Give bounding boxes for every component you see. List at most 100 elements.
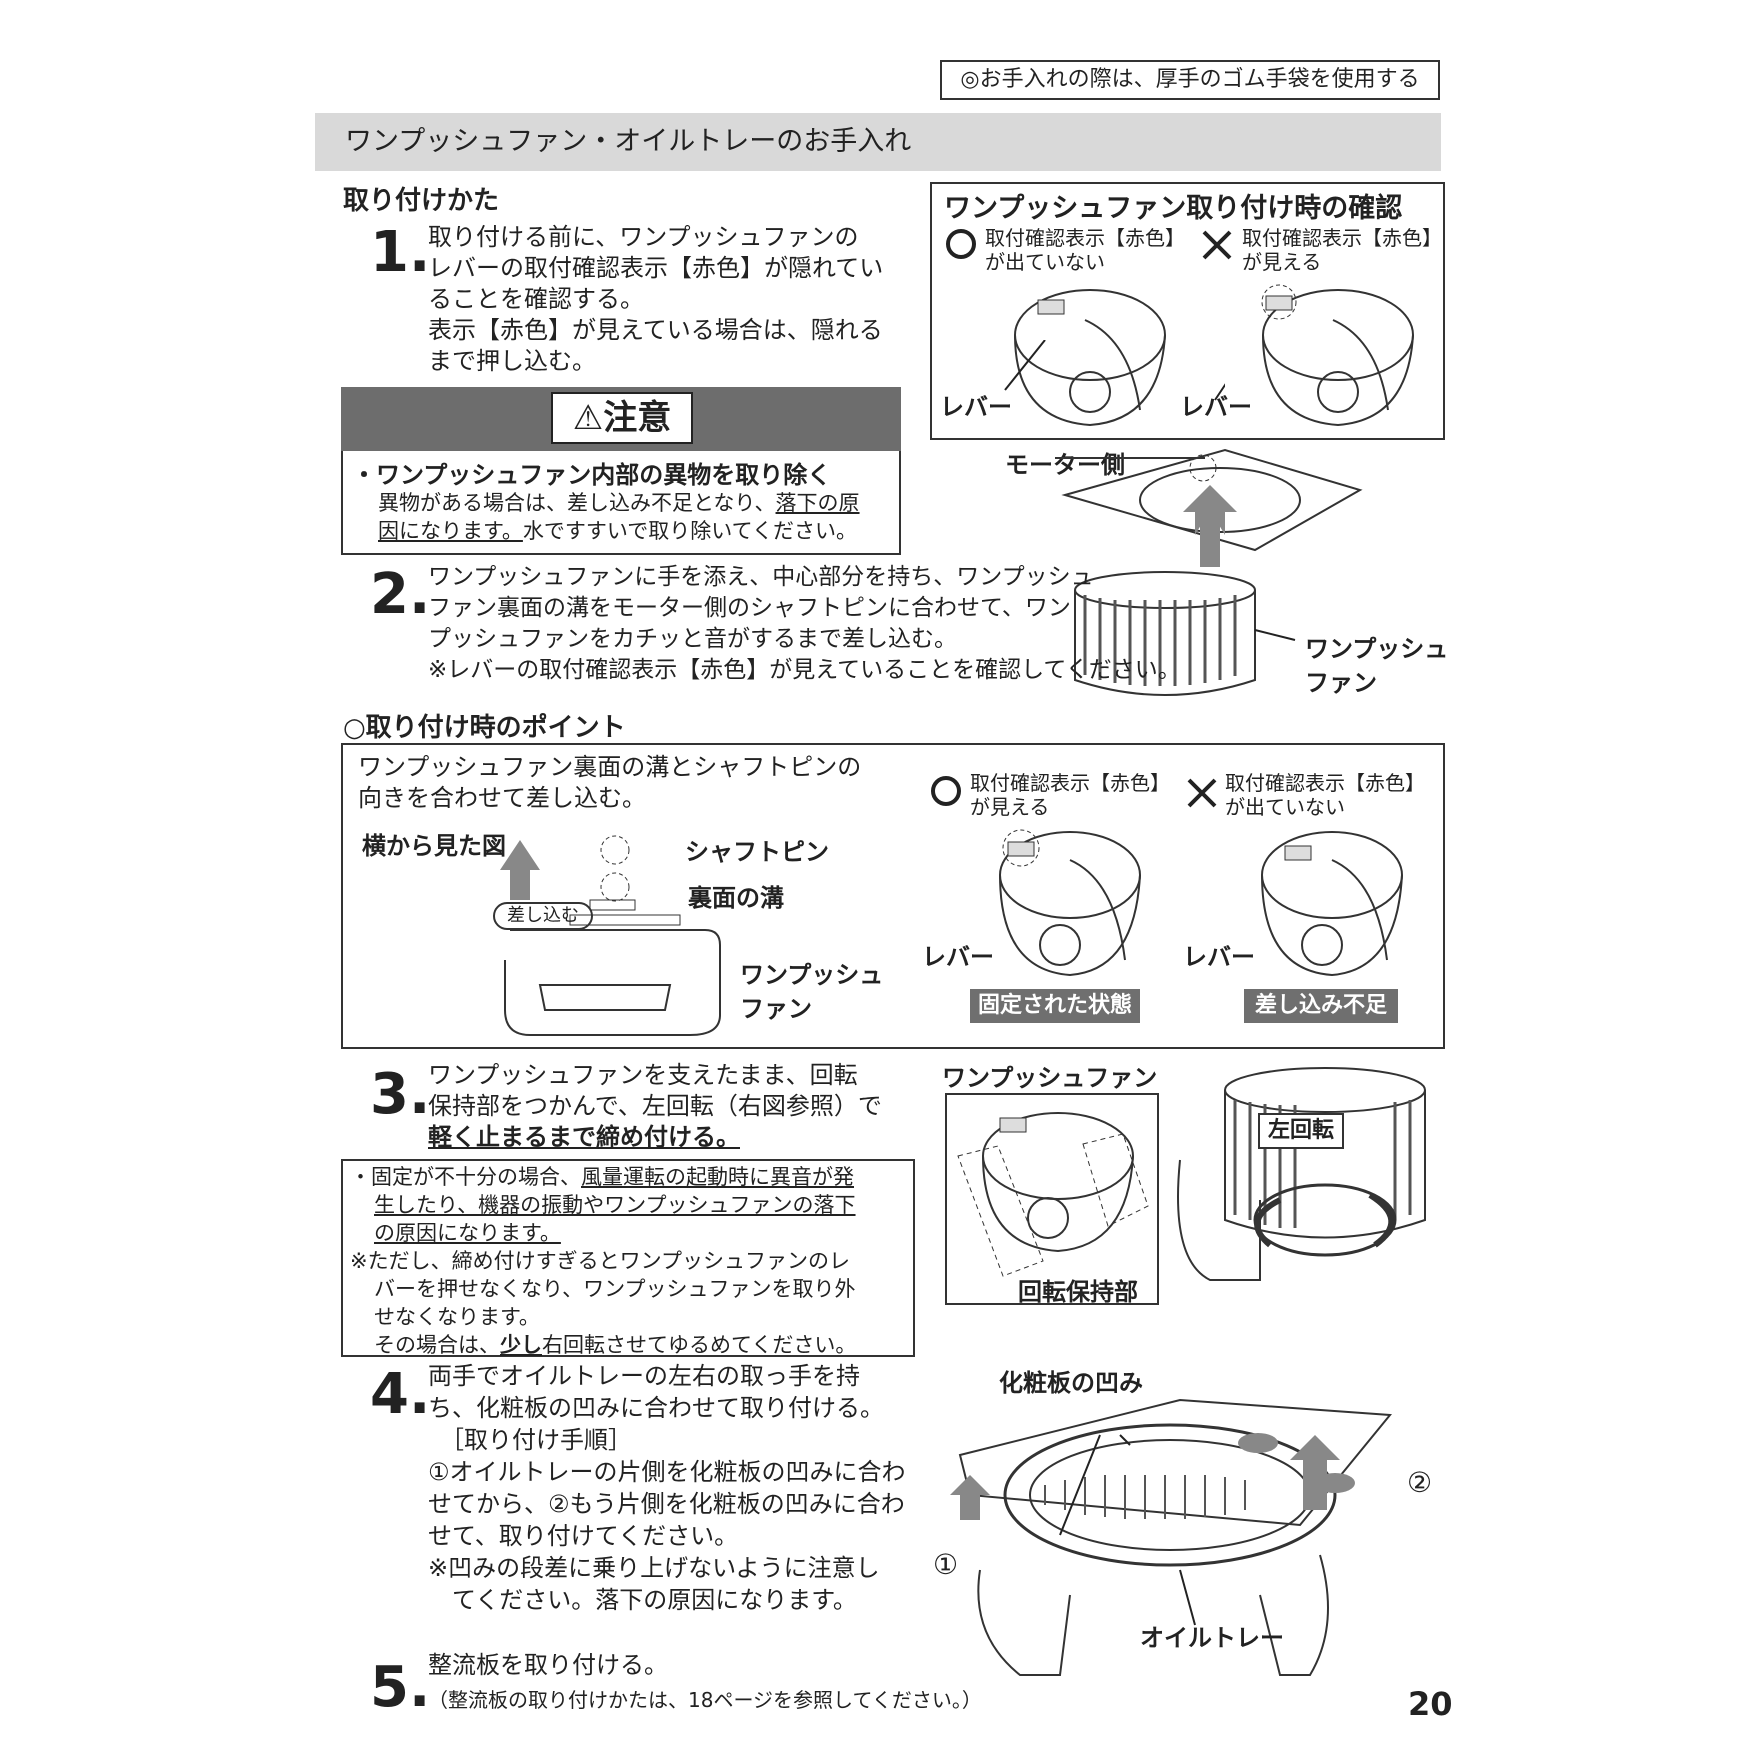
ok-circle-icon	[946, 229, 976, 259]
step5-number: 5.	[370, 1655, 431, 1720]
step3-number: 3.	[370, 1062, 431, 1127]
point-heading: ○取り付け時のポイント	[343, 713, 626, 743]
point-lever-label: レバー	[1183, 943, 1255, 971]
step4-number: 4.	[370, 1362, 431, 1427]
point-ok-line: が見える	[970, 795, 1050, 819]
step4-line: ［取り付け手順］	[440, 1426, 632, 1454]
recess-label: 化粧板の凹み	[999, 1369, 1143, 1397]
fan-ng-illustration	[1261, 284, 1414, 427]
step2-number: 2.	[370, 562, 431, 627]
point-ok-line: 取付確認表示【赤色】	[970, 771, 1170, 795]
step4-line: ※凹みの段差に乗り上げないように注意し	[428, 1554, 880, 1582]
insufficient-insert-tag: 差し込み不足	[1244, 989, 1398, 1023]
oil-tray-label: オイルトレー	[1140, 1624, 1284, 1652]
step3-note: ・固定が不十分の場合、風量運転の起動時に異音が発 生したり、機器の振動やワンプッ…	[350, 1163, 856, 1359]
caution-text: 水ですすいで取り除いてください。	[522, 519, 858, 543]
hold-part-illustration	[957, 1112, 1149, 1277]
oil-tray-illustration	[950, 1398, 1392, 1676]
left-turn-illustration	[1177, 1067, 1426, 1281]
fan-label-line: ファン	[1305, 669, 1377, 697]
note-text-underlined: の原因になります。	[374, 1221, 561, 1245]
step4-line: せてから、②もう片側を化粧板の凹みに合わ	[428, 1490, 905, 1518]
note-text-underlined: 生したり、機器の振動やワンプッシュファンの落下	[374, 1193, 856, 1217]
check-ok-line: 取付確認表示【赤色】	[985, 226, 1185, 250]
point-ng-text: 取付確認表示【赤色】が出ていない	[1225, 771, 1425, 819]
point-ng-illustration	[1261, 831, 1403, 977]
step1-line: 表示【赤色】が見えている場合は、隠れる	[428, 316, 883, 344]
point-ok-text: 取付確認表示【赤色】が見える	[970, 771, 1170, 819]
step4-line: ①オイルトレーの片側を化粧板の凹みに合わ	[428, 1458, 906, 1486]
note-text: せなくなります。	[374, 1305, 540, 1329]
step4-line: てください。落下の原因になります。	[452, 1586, 857, 1614]
point-intro-line: ワンプッシュファン裏面の溝とシャフトピンの	[358, 753, 862, 781]
ng-cross-icon	[1187, 778, 1217, 808]
check-lever-label: レバー	[940, 393, 1012, 421]
caution-label: ⚠注意	[551, 392, 693, 444]
side-view-illustration	[500, 835, 721, 1036]
step5-line1: 整流板を取り付ける。	[428, 1651, 668, 1679]
caution-item: ・ワンプッシュファン内部の異物を取り除く	[352, 461, 832, 489]
fixed-state-tag: 固定された状態	[970, 989, 1140, 1023]
fan-insert-illustration	[1055, 448, 1363, 696]
point-ng-line: が出ていない	[1225, 795, 1345, 819]
point-lever-label: レバー	[922, 943, 994, 971]
step2-line: ワンプッシュファンに手を添え、中心部分を持ち、ワンプッシュ	[428, 564, 1094, 590]
fan-top-label: ワンプッシュファン	[942, 1064, 1158, 1092]
lever-leader-lines	[1004, 340, 1225, 401]
step2-line: ※レバーの取付確認表示【赤色】が見えていることを確認してください。	[428, 657, 1181, 683]
step1-line: ることを確認する。	[428, 285, 644, 313]
side-view-label: 横から見た図	[362, 832, 506, 860]
ng-cross-icon	[1202, 230, 1232, 260]
check-lever-label: レバー	[1180, 393, 1252, 421]
step1-number: 1.	[370, 220, 431, 285]
point-intro: ワンプッシュファン裏面の溝とシャフトピンの向きを合わせて差し込む。	[358, 752, 861, 814]
caution-text-underlined: 因になります。	[378, 519, 523, 543]
note-text-underlined: 少し	[500, 1333, 542, 1357]
notice-gloves: ◎お手入れの際は、厚手のゴム手袋を使用する	[940, 60, 1440, 100]
step4-text: 両手でオイルトレーの左右の取っ手を持 ち、化粧板の凹みに合わせて取り付ける。 ［…	[428, 1360, 906, 1616]
left-turn-tag: 左回転	[1258, 1113, 1344, 1149]
check-ok-line: が出ていない	[985, 250, 1105, 274]
check-ng-text: 取付確認表示【赤色】が見える	[1242, 226, 1442, 274]
note-text: ・固定が不十分の場合、	[350, 1165, 581, 1189]
hold-part-box	[945, 1093, 1159, 1305]
install-check-box	[930, 182, 1445, 440]
step2-line: プッシュファンをカチッと音がするまで差し込む。	[428, 626, 957, 652]
note-text: ※ただし、締め付けすぎるとワンプッシュファンのレ	[350, 1249, 850, 1273]
point-fan-label: ワンプッシュファン	[740, 958, 883, 1026]
step-mark-1: ①	[933, 1548, 959, 1581]
caution-text: 異物がある場合は、差し込み不足となり、	[378, 491, 776, 515]
point-fan-line: ファン	[740, 995, 812, 1023]
fan-label-line: ワンプッシュ	[1305, 635, 1449, 663]
note-text: バーを押せなくなり、ワンプッシュファンを取り外	[374, 1277, 856, 1301]
point-ng-line: 取付確認表示【赤色】	[1225, 771, 1425, 795]
check-ok-text: 取付確認表示【赤色】が出ていない	[985, 226, 1185, 274]
step5-line2: （整流板の取り付けかたは、18ページを参照してください。）	[428, 1688, 982, 1712]
motor-side-label: モーター側	[1005, 451, 1125, 479]
step1-text: 取り付ける前に、ワンプッシュファンの レバーの取付確認表示【赤色】が隠れてい る…	[428, 222, 883, 377]
step1-line: 取り付ける前に、ワンプッシュファンの	[428, 223, 859, 251]
install-check-title: ワンプッシュファン取り付け時の確認	[944, 193, 1403, 224]
step3-line: 保持部をつかんで、左回転（右図参照）で	[428, 1092, 882, 1120]
point-box	[341, 743, 1445, 1049]
step4-line: せて、取り付けてください。	[428, 1522, 739, 1550]
note-text: その場合は、	[374, 1333, 500, 1357]
caution-text-underlined: 落下の原	[775, 491, 860, 515]
check-ng-line: 取付確認表示【赤色】	[1242, 226, 1442, 250]
step4-line: 両手でオイルトレーの左右の取っ手を持	[428, 1362, 860, 1390]
fan-label: ワンプッシュファン	[1305, 632, 1448, 700]
step1-line: レバーの取付確認表示【赤色】が隠れてい	[428, 254, 884, 282]
install-heading: 取り付けかた	[343, 186, 500, 216]
step1-line: まで押し込む。	[428, 347, 596, 375]
note-text: 右回転させてゆるめてください。	[542, 1333, 857, 1357]
caution-body	[341, 451, 901, 555]
point-intro-line: 向きを合わせて差し込む。	[358, 784, 646, 812]
point-fan-line: ワンプッシュ	[740, 961, 884, 989]
ok-circle-icon	[931, 776, 961, 806]
shaft-pin-label: シャフトピン	[685, 838, 829, 866]
step3-note-box	[341, 1159, 915, 1357]
step3-emphasis: 軽く止まるまで締め付ける。	[428, 1123, 740, 1151]
step4-line: ち、化粧板の凹みに合わせて取り付ける。	[428, 1394, 884, 1422]
fan-ok-illustration	[1014, 289, 1166, 427]
insert-tag: 差し込む	[493, 902, 593, 930]
